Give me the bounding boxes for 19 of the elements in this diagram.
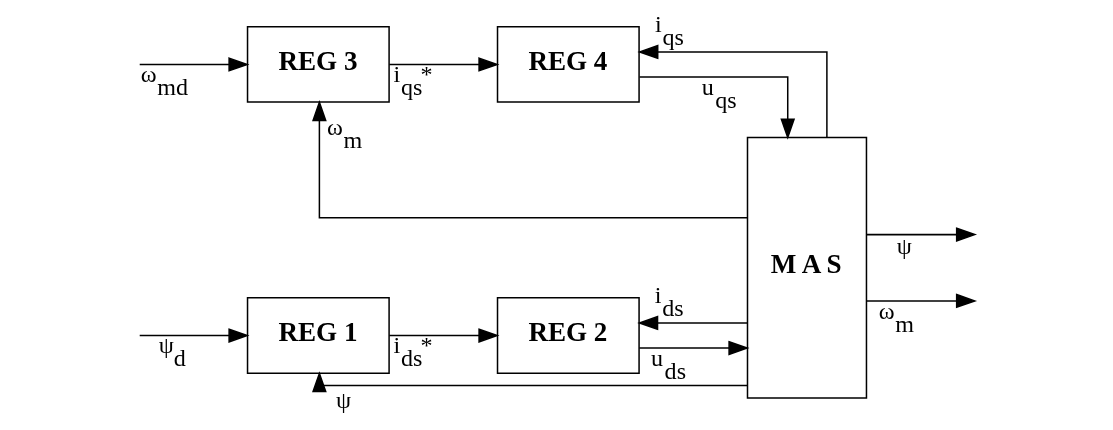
node-box: REG 4	[496, 26, 640, 103]
node-box: M A S	[746, 136, 867, 399]
arrow	[636, 315, 748, 331]
arrow	[311, 371, 748, 393]
node-box: REG 1	[246, 297, 390, 374]
arrow	[388, 57, 499, 72]
edge-label: ψ	[896, 232, 912, 259]
node-box: REG 3	[246, 26, 390, 103]
arrow	[388, 328, 499, 343]
arrow	[311, 100, 748, 219]
arrow	[865, 293, 977, 309]
arrow	[138, 57, 249, 72]
arrow	[638, 76, 795, 140]
arrow	[865, 227, 977, 242]
node-box: REG 2	[496, 297, 640, 374]
arrow	[636, 44, 828, 138]
arrow	[138, 328, 249, 343]
arrow	[638, 340, 749, 356]
edge-label: ψ	[335, 387, 351, 414]
